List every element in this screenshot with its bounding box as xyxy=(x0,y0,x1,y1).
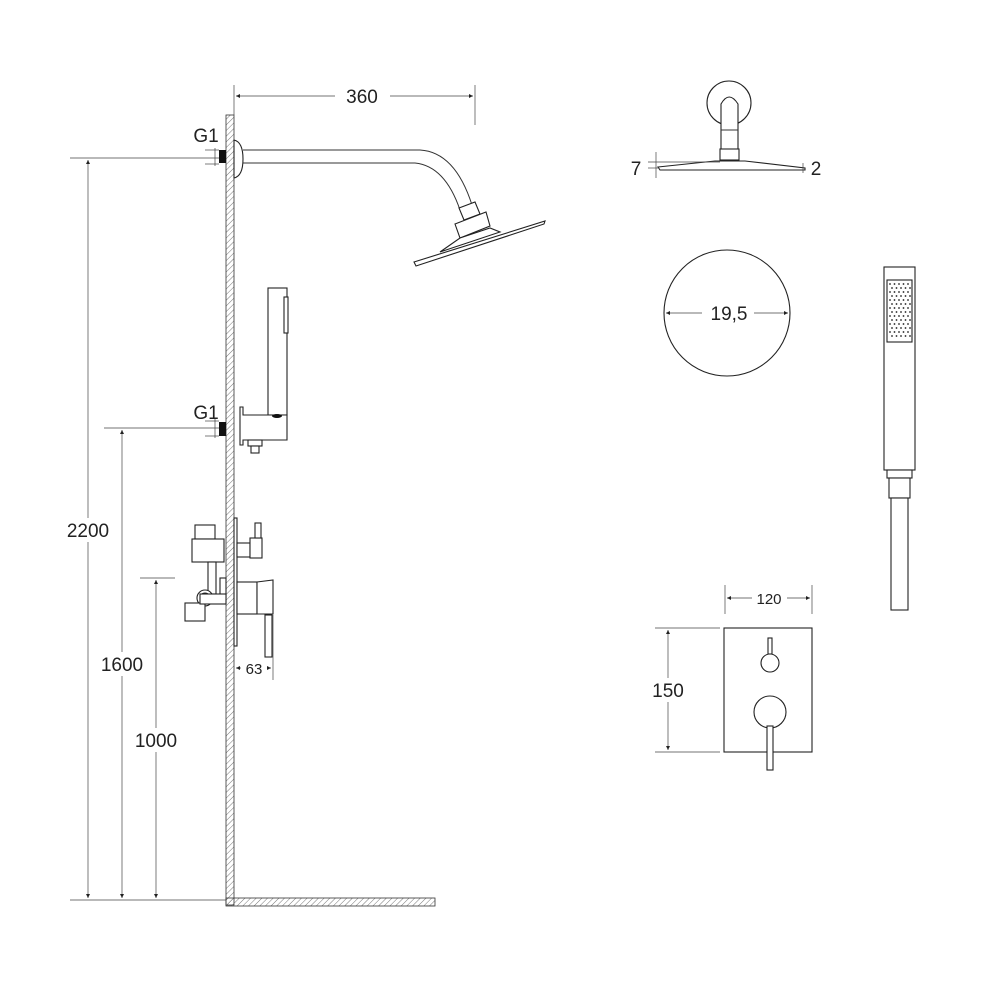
spray-nozzle xyxy=(898,283,900,285)
inlet-bottom-label: G1 xyxy=(193,403,218,424)
spray-nozzle xyxy=(889,299,891,301)
spray-nozzle xyxy=(900,327,902,329)
spray-nozzle xyxy=(889,291,891,293)
floor xyxy=(225,897,436,907)
head-thickness-center-label: 7 xyxy=(631,159,642,180)
spray-nozzle xyxy=(891,335,893,337)
spray-nozzle xyxy=(895,319,898,321)
shower-head-side xyxy=(413,220,546,267)
arm-length-label: 360 xyxy=(346,87,378,108)
spray-nozzle xyxy=(900,295,902,297)
spray-nozzle xyxy=(909,303,911,305)
spray-nozzle xyxy=(907,315,909,317)
spray-nozzle xyxy=(907,307,909,309)
mixer-depth-label: 63 xyxy=(246,661,263,678)
spray-nozzle xyxy=(907,331,909,333)
spray-nozzle xyxy=(902,331,905,333)
spray-nozzle xyxy=(904,295,907,297)
spray-nozzle xyxy=(904,327,907,329)
head-diameter-label: 19,5 xyxy=(711,304,748,325)
height-dimensions: 2200 1600 1000 xyxy=(60,160,226,901)
spray-nozzle xyxy=(893,283,896,285)
spray-nozzle xyxy=(902,299,905,301)
spray-nozzle xyxy=(889,331,891,333)
spray-nozzle xyxy=(907,299,909,301)
spray-nozzle xyxy=(909,327,911,329)
spray-nozzle xyxy=(891,319,893,321)
spray-nozzle xyxy=(902,323,905,325)
spray-nozzle xyxy=(902,283,905,285)
inlet-bottom: G1 xyxy=(104,403,226,438)
shower-head-front: 7 2 xyxy=(631,80,822,180)
spray-nozzle xyxy=(891,287,893,289)
height-2200-label: 2200 xyxy=(67,521,109,542)
spray-nozzle xyxy=(898,299,900,301)
spray-nozzle xyxy=(904,303,907,305)
spray-nozzle xyxy=(909,295,911,297)
wall xyxy=(225,114,436,907)
spray-nozzle xyxy=(898,307,900,309)
spray-nozzle xyxy=(900,311,902,313)
spray-nozzle xyxy=(891,303,893,305)
control-plate: 120 150 xyxy=(646,585,813,771)
spray-nozzle xyxy=(891,295,893,297)
spray-nozzle xyxy=(898,331,900,333)
spray-nozzle xyxy=(902,291,905,293)
spray-nozzle xyxy=(904,311,907,313)
shower-head-top-view: 19,5 xyxy=(663,249,791,377)
spray-nozzle xyxy=(893,307,896,309)
spray-nozzle xyxy=(889,283,891,285)
spray-nozzle xyxy=(904,319,907,321)
spray-nozzle xyxy=(900,319,902,321)
spray-nozzle xyxy=(893,323,896,325)
spray-nozzle xyxy=(898,315,900,317)
shower-arm xyxy=(233,139,491,239)
height-1000-label: 1000 xyxy=(135,731,177,752)
spray-nozzle xyxy=(893,331,896,333)
spray-nozzle xyxy=(904,335,907,337)
height-1600-label: 1600 xyxy=(101,655,143,676)
spray-nozzle xyxy=(895,335,898,337)
spray-nozzle xyxy=(895,303,898,305)
spray-nozzle xyxy=(898,323,900,325)
arm-length-dimension: 360 xyxy=(233,85,476,125)
spray-nozzle xyxy=(893,291,896,293)
plate-height-label: 150 xyxy=(652,681,684,702)
spray-nozzle xyxy=(889,323,891,325)
spray-nozzle xyxy=(909,335,911,337)
spray-nozzle xyxy=(895,287,898,289)
concealed-mixer xyxy=(184,517,274,658)
spray-nozzle xyxy=(893,315,896,317)
spray-nozzle xyxy=(904,287,907,289)
spray-nozzle xyxy=(909,311,911,313)
inlet-top-label: G1 xyxy=(193,126,218,147)
head-thickness-edge-label: 2 xyxy=(811,159,822,180)
spray-nozzle xyxy=(895,311,898,313)
spray-nozzle xyxy=(900,287,902,289)
spray-nozzle xyxy=(891,327,893,329)
spray-nozzle xyxy=(907,323,909,325)
spray-nozzle xyxy=(891,311,893,313)
inlet-top: G1 xyxy=(70,126,226,166)
spray-nozzle xyxy=(895,327,898,329)
hand-shower-front xyxy=(883,266,916,611)
spray-nozzle xyxy=(889,307,891,309)
spray-nozzle xyxy=(909,319,911,321)
spray-nozzle xyxy=(902,315,905,317)
spray-nozzle xyxy=(889,315,891,317)
hand-shower-side xyxy=(239,287,289,454)
spray-nozzle xyxy=(893,299,896,301)
spray-nozzle xyxy=(902,307,905,309)
spray-nozzle xyxy=(907,291,909,293)
spray-nozzle xyxy=(898,291,900,293)
spray-nozzle xyxy=(909,287,911,289)
spray-nozzle xyxy=(900,335,902,337)
spray-nozzle xyxy=(907,283,909,285)
mixer-depth-dimension: 63 xyxy=(236,615,274,680)
spray-nozzle xyxy=(900,303,902,305)
spray-nozzle xyxy=(895,295,898,297)
plate-width-label: 120 xyxy=(756,591,781,608)
